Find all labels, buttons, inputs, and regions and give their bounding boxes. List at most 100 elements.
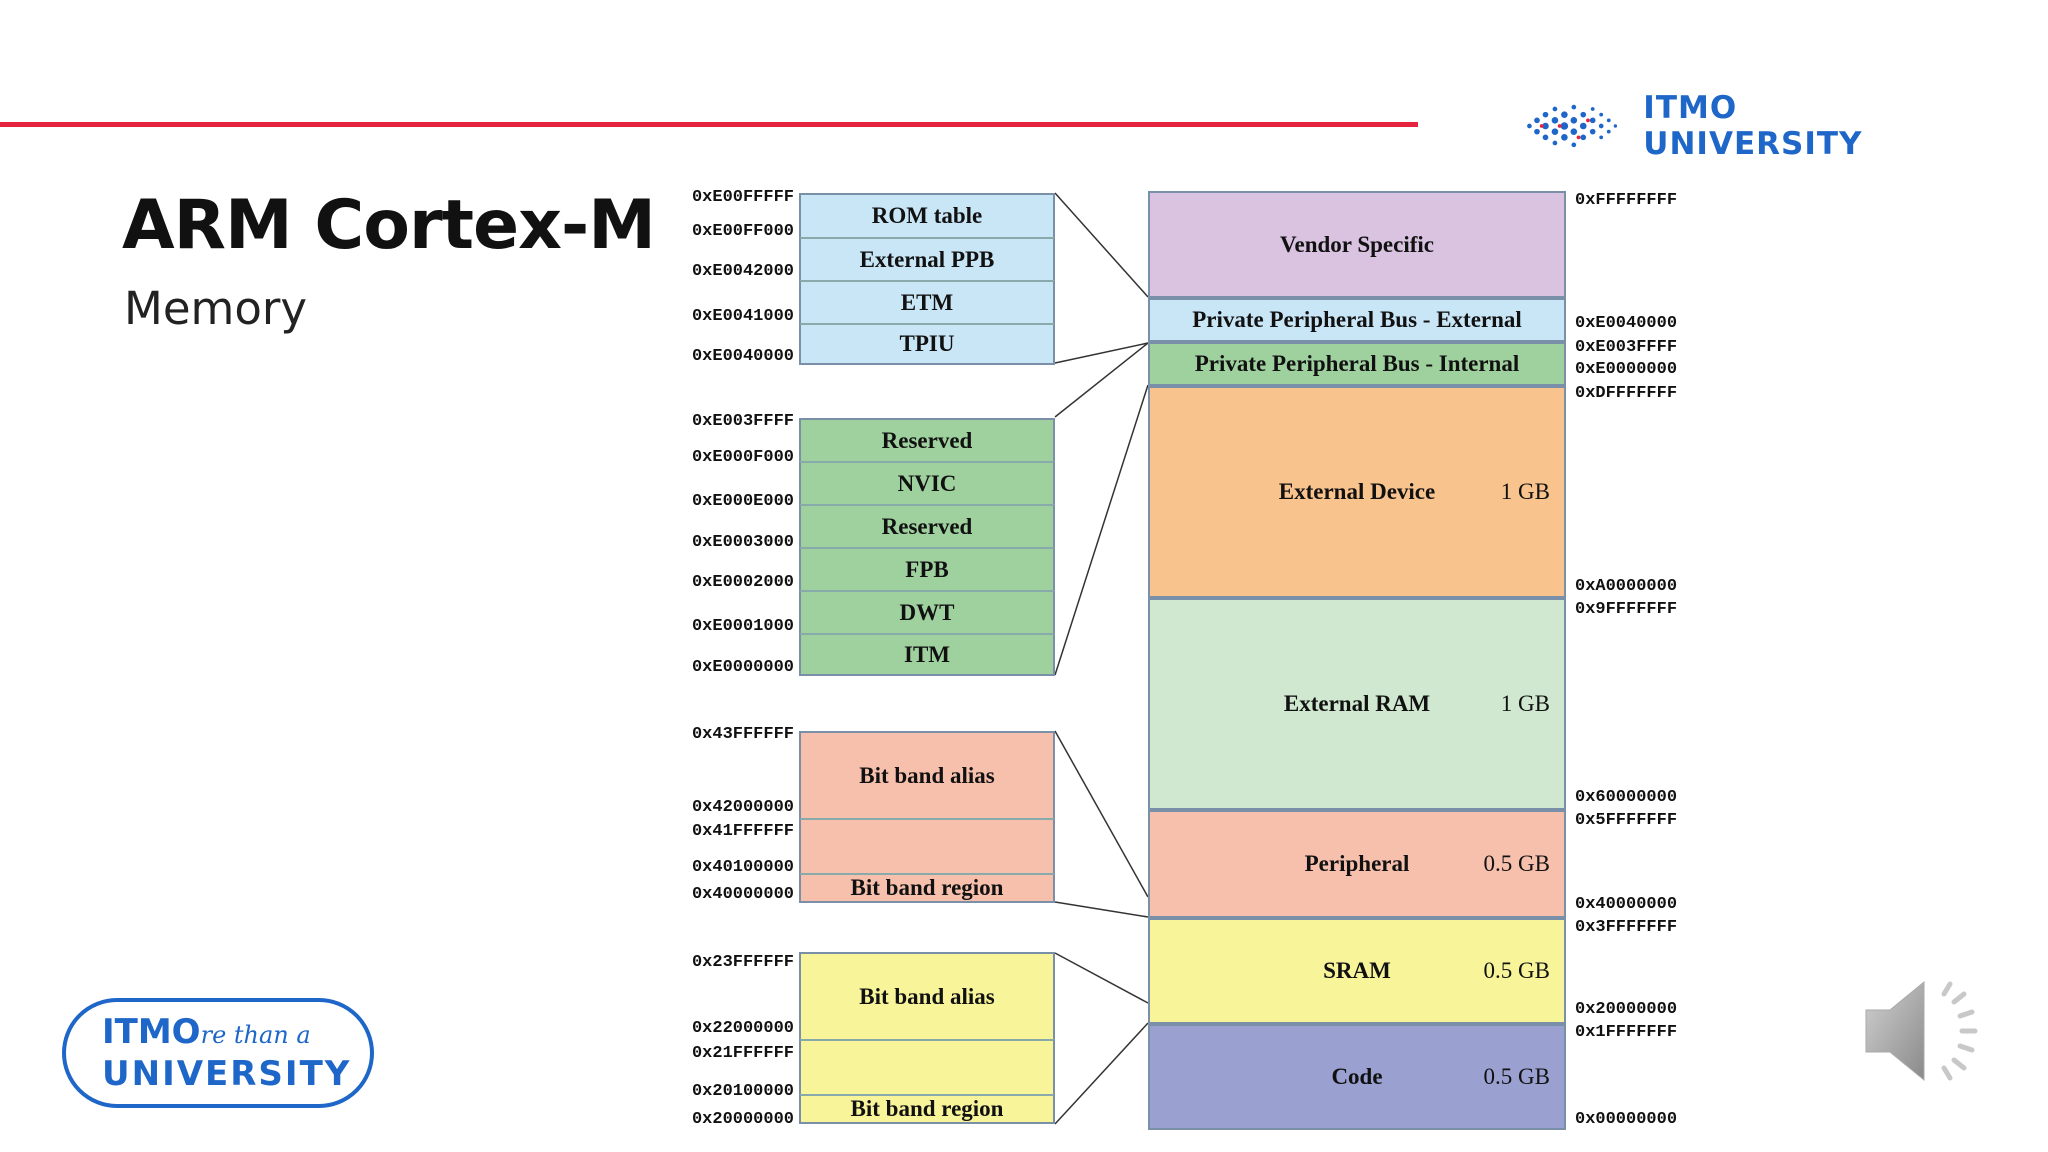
address-label: 0xE0040000	[691, 347, 794, 366]
cell-label: External PPB	[859, 246, 995, 272]
address-label: 0x60000000	[1575, 788, 1678, 807]
region-label: Private Peripheral Bus - Internal	[1194, 351, 1520, 376]
region-size: 1 GB	[1500, 479, 1550, 504]
header-rule	[0, 122, 1418, 127]
address-label: 0xE0001000	[691, 617, 794, 636]
sram-bitband-region: Bit band region	[799, 1094, 1055, 1124]
ppb-ext-cell-rom-table: ROM table	[799, 193, 1055, 237]
region-sram: SRAM 0.5 GB	[1148, 918, 1566, 1024]
address-label: 0xFFFFFFFF	[1575, 191, 1678, 210]
page-title: ARM Cortex-M	[122, 186, 656, 265]
address-label: 0xE000F000	[691, 448, 794, 467]
logo-mo: MO	[137, 1012, 201, 1052]
sram-bitband-gap	[799, 1039, 1055, 1094]
cell-label: Bit band region	[850, 1096, 1004, 1121]
sram-bitband-alias: Bit band alias	[799, 952, 1055, 1039]
address-label: 0xE0000000	[1575, 360, 1678, 379]
address-label: 0xE000E000	[691, 492, 794, 511]
address-label: 0x9FFFFFFF	[1575, 600, 1678, 619]
region-label: SRAM	[1323, 958, 1391, 983]
region-ppb-internal: Private Peripheral Bus - Internal	[1148, 342, 1566, 386]
peripheral-bitband-gap	[799, 818, 1055, 873]
logo-it: IT	[102, 1012, 138, 1052]
itmo-more-than-a-university-logo: ITMOre than a UNIVERSITY	[62, 998, 374, 1108]
address-label: 0x43FFFFFF	[691, 725, 794, 744]
cell-label: DWT	[899, 599, 955, 625]
region-size: 0.5 GB	[1483, 958, 1550, 983]
address-label: 0x20000000	[1575, 1000, 1678, 1019]
ppb-int-cell-fpb: FPB	[799, 547, 1055, 590]
peripheral-bitband-alias: Bit band alias	[799, 731, 1055, 818]
region-size: 0.5 GB	[1483, 1064, 1550, 1089]
ppb-ext-cell-etm: ETM	[799, 280, 1055, 323]
ppb-ext-cell-tpiu: TPIU	[799, 323, 1055, 365]
ppb-int-cell-itm: ITM	[799, 633, 1055, 676]
region-size: 1 GB	[1500, 691, 1550, 716]
logo-line2: UNIVERSITY	[102, 1054, 352, 1094]
address-label: 0xE0003000	[691, 533, 794, 552]
ppb-int-cell-nvic: NVIC	[799, 461, 1055, 504]
address-label: 0xE0002000	[691, 573, 794, 592]
cell-label: Bit band region	[850, 875, 1004, 900]
logo-script: re than a	[200, 1021, 311, 1049]
address-label: 0x3FFFFFFF	[1575, 918, 1678, 937]
address-label: 0xE003FFFF	[691, 412, 794, 431]
cell-label: ETM	[900, 289, 954, 315]
address-label: 0x21FFFFFF	[691, 1044, 794, 1063]
address-label: 0xE003FFFF	[1575, 338, 1678, 357]
cell-label: Bit band alias	[859, 762, 995, 788]
address-label: 0xE0040000	[1575, 314, 1678, 333]
cell-label: ITM	[904, 641, 950, 667]
region-label: Peripheral	[1304, 851, 1410, 876]
address-label: 0x40000000	[1575, 895, 1678, 914]
ppb-int-cell-reserved-2: Reserved	[799, 504, 1055, 547]
region-label: Private Peripheral Bus - External	[1192, 307, 1522, 332]
address-label: 0x42000000	[691, 798, 794, 817]
region-label: Vendor Specific	[1280, 231, 1434, 257]
address-label: 0xE0042000	[691, 262, 794, 281]
address-label: 0x20000000	[691, 1110, 794, 1129]
cell-label: Bit band alias	[859, 983, 995, 1009]
address-label: 0xE00FFFFF	[691, 188, 794, 207]
address-label: 0x00000000	[1575, 1110, 1678, 1129]
address-label: 0x23FFFFFF	[691, 953, 794, 972]
cell-label: TPIU	[899, 331, 955, 356]
page-subtitle: Memory	[124, 282, 308, 335]
address-label: 0xE0000000	[691, 658, 794, 677]
university-name: ITMO UNIVERSITY	[1643, 90, 1863, 162]
region-vendor-specific: Vendor Specific	[1148, 191, 1566, 298]
cell-label: NVIC	[897, 470, 957, 496]
speaker-icon[interactable]	[1862, 968, 2002, 1098]
cell-label: FPB	[905, 556, 949, 582]
address-label: 0xE00FF000	[691, 222, 794, 241]
ppb-int-cell-reserved: Reserved	[799, 418, 1055, 461]
cell-label: Reserved	[881, 427, 973, 453]
region-label: External RAM	[1283, 691, 1431, 716]
region-label: Code	[1331, 1064, 1383, 1089]
ppb-ext-cell-external-ppb: External PPB	[799, 237, 1055, 280]
ppb-int-cell-dwt: DWT	[799, 590, 1055, 633]
region-external-device: External Device 1 GB	[1148, 386, 1566, 598]
address-label: 0xDFFFFFFF	[1575, 384, 1678, 403]
itmo-dots-icon	[1527, 104, 1618, 148]
address-label: 0x22000000	[691, 1019, 794, 1038]
region-label: External Device	[1278, 479, 1436, 504]
region-ppb-external: Private Peripheral Bus - External	[1148, 298, 1566, 342]
logo-line1: ITMOre than a	[102, 1012, 311, 1052]
address-label: 0x40100000	[691, 858, 794, 877]
region-peripheral: Peripheral 0.5 GB	[1148, 810, 1566, 918]
address-label: 0xA0000000	[1575, 577, 1678, 596]
address-label: 0x5FFFFFFF	[1575, 811, 1678, 830]
peripheral-bitband-region: Bit band region	[799, 873, 1055, 903]
address-label: 0x20100000	[691, 1082, 794, 1101]
cell-label: ROM table	[871, 203, 983, 228]
cell-label: Reserved	[881, 513, 973, 539]
address-label: 0xE0041000	[691, 307, 794, 326]
itmo-logo: ITMO UNIVERSITY	[1520, 90, 1950, 162]
address-label: 0x40000000	[691, 885, 794, 904]
region-external-ram: External RAM 1 GB	[1148, 598, 1566, 810]
address-label: 0x1FFFFFFF	[1575, 1023, 1678, 1042]
address-label: 0x41FFFFFF	[691, 822, 794, 841]
region-size: 0.5 GB	[1483, 851, 1550, 876]
region-code: Code 0.5 GB	[1148, 1024, 1566, 1130]
